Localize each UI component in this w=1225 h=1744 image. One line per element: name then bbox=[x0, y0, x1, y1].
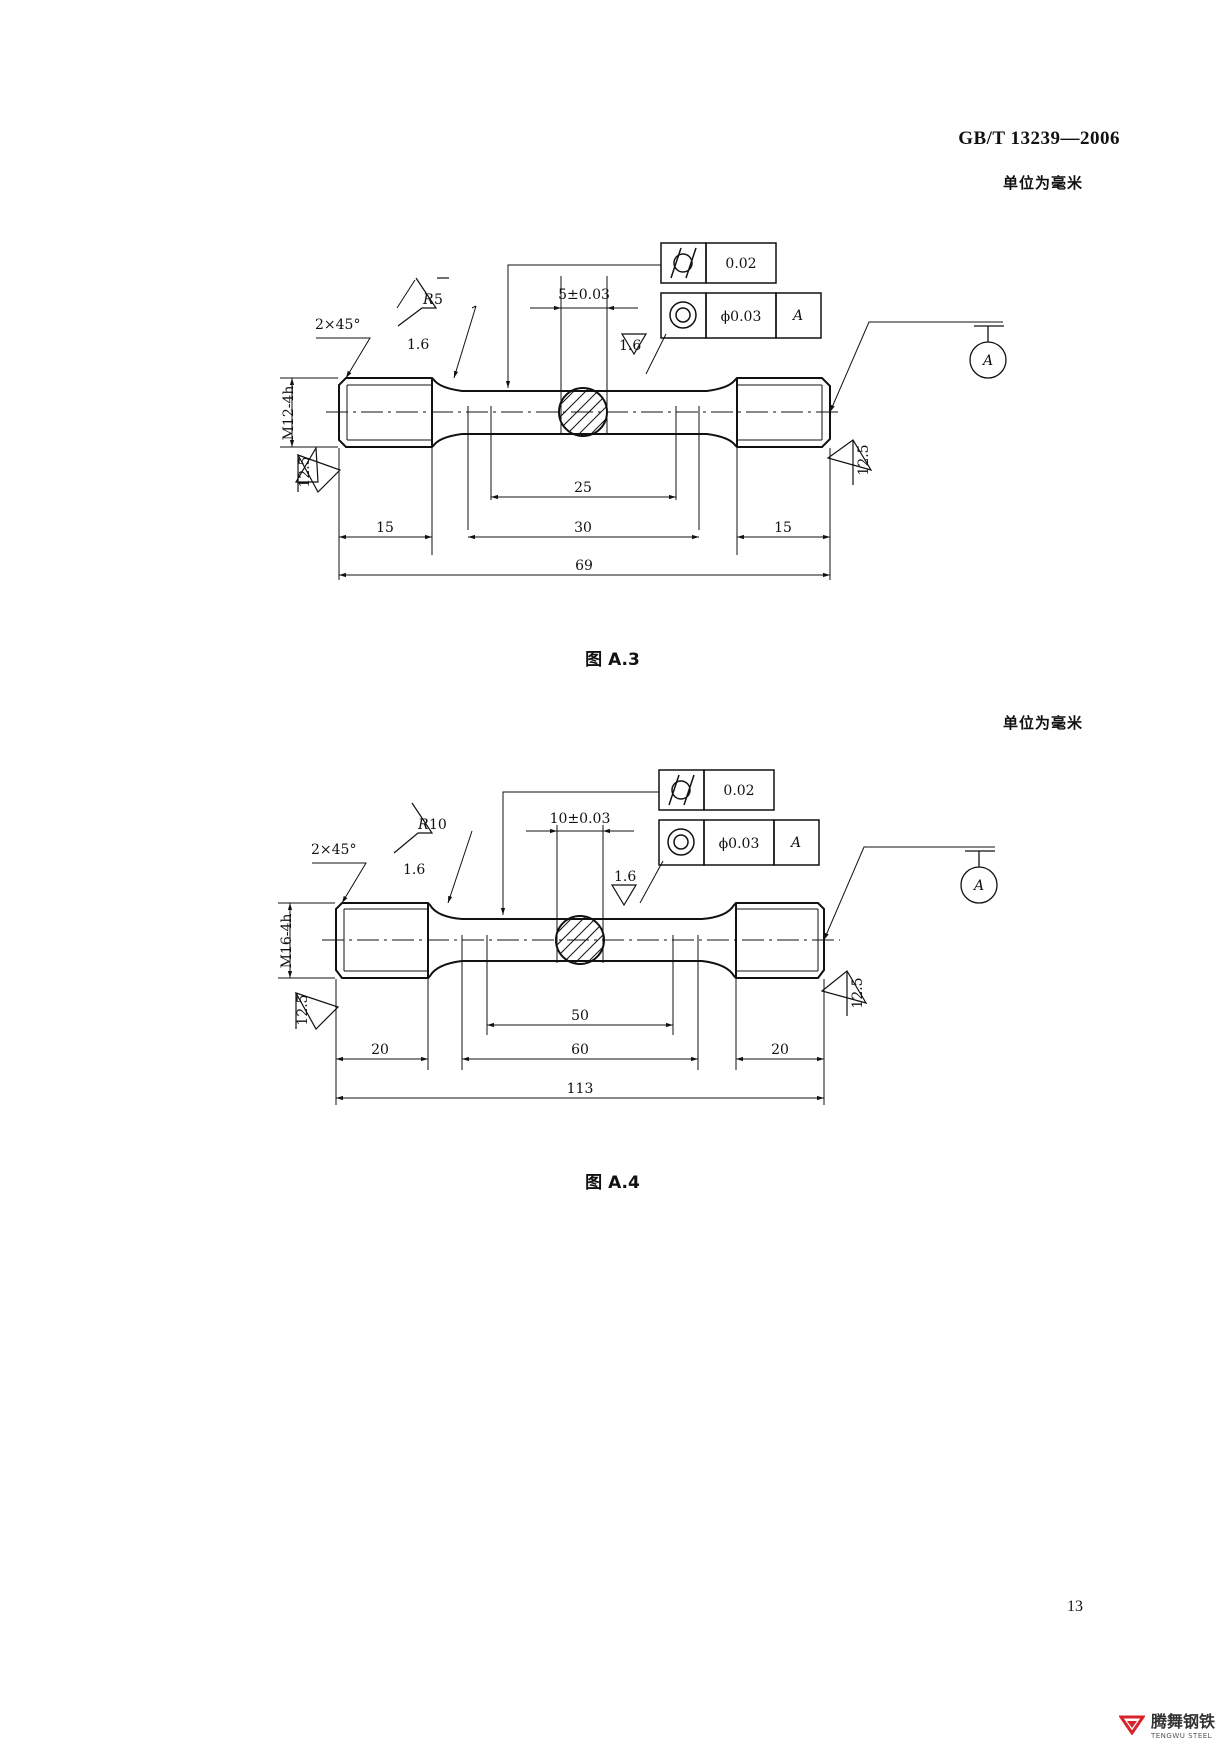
roughness-coarse-left: 12.5 bbox=[297, 456, 313, 487]
cylindricity-icon bbox=[668, 774, 695, 806]
page-number: 13 bbox=[1067, 1598, 1083, 1615]
chamfer-label: 2×45° bbox=[315, 317, 360, 333]
brand-logo-icon bbox=[1118, 1715, 1145, 1735]
roughness-coarse-right: 12.5 bbox=[850, 977, 866, 1008]
cross-section bbox=[555, 915, 605, 965]
chamfer-label: 2×45° bbox=[311, 842, 356, 858]
dim-total: 113 bbox=[567, 1081, 594, 1097]
brand-name-en: TENGWU STEEL bbox=[1150, 1732, 1213, 1740]
datum-symbol bbox=[960, 850, 998, 904]
datum-letter: A bbox=[981, 353, 993, 369]
radius-value: 10 bbox=[429, 817, 447, 833]
radius-prefix: R bbox=[422, 292, 434, 308]
figure-a4-drawing: 2×45° R 10 1.6 1.6 10±0.03 0.02 ϕ0.03 A … bbox=[278, 769, 998, 1105]
feature-control-frames bbox=[658, 769, 820, 866]
standard-code: GB/T 13239—2006 bbox=[958, 128, 1120, 149]
brand-watermark: 腾舞钢铁 TENGWU STEEL bbox=[1118, 1708, 1215, 1740]
figure-a3-drawing: 2×45° R 5 1.6 1.6 5±0.03 0.02 ϕ0.03 A A … bbox=[280, 242, 1007, 580]
roughness-fine-label: 1.6 bbox=[407, 337, 429, 353]
roughness-fine-label-2: 1.6 bbox=[619, 338, 641, 354]
datum-letter: A bbox=[972, 878, 984, 894]
dim-reduced: 60 bbox=[571, 1042, 589, 1058]
datum-symbol bbox=[969, 325, 1007, 379]
roughness-symbols bbox=[294, 802, 868, 1030]
coaxiality-value: ϕ0.03 bbox=[721, 309, 762, 325]
figure-a4-caption: 图 A.4 bbox=[585, 1173, 640, 1193]
roughness-coarse-right: 12.5 bbox=[856, 444, 872, 475]
coaxiality-icon bbox=[669, 301, 697, 329]
dim-right-end: 20 bbox=[771, 1042, 789, 1058]
unit-note-2: 单位为毫米 bbox=[1002, 714, 1083, 732]
cylindricity-icon bbox=[670, 247, 697, 279]
specimen-outline bbox=[338, 377, 831, 448]
roughness-fine-label: 1.6 bbox=[403, 862, 425, 878]
cross-section bbox=[558, 387, 608, 437]
radius-prefix: R bbox=[417, 817, 429, 833]
roughness-symbols bbox=[294, 277, 873, 493]
gauge-tolerance: 5±0.03 bbox=[558, 287, 610, 303]
cylindricity-value: 0.02 bbox=[723, 783, 754, 799]
dim-total: 69 bbox=[575, 558, 593, 574]
dim-right-end: 15 bbox=[774, 520, 792, 536]
dim-gauge: 25 bbox=[574, 480, 592, 496]
unit-note: 单位为毫米 bbox=[1002, 174, 1083, 192]
dim-left-end: 20 bbox=[371, 1042, 389, 1058]
brand-name-cn: 腾舞钢铁 bbox=[1150, 1712, 1215, 1731]
specimen-outline bbox=[335, 902, 825, 979]
gauge-tolerance: 10±0.03 bbox=[550, 811, 611, 827]
radius-value: 5 bbox=[434, 292, 443, 308]
thread-label: M12-4h bbox=[281, 386, 297, 441]
cylindricity-value: 0.02 bbox=[725, 256, 756, 272]
dim-gauge: 50 bbox=[571, 1008, 589, 1024]
dim-reduced: 30 bbox=[574, 520, 592, 536]
figure-a3-caption: 图 A.3 bbox=[585, 650, 640, 670]
roughness-coarse-left: 12.5 bbox=[295, 994, 311, 1025]
thread-label: M16-4h bbox=[279, 914, 295, 969]
roughness-fine-label-2: 1.6 bbox=[614, 869, 636, 885]
datum-ref: A bbox=[789, 835, 801, 851]
feature-control-frames bbox=[660, 242, 822, 339]
dim-left-end: 15 bbox=[376, 520, 394, 536]
datum-ref: A bbox=[791, 308, 803, 324]
coaxiality-value: ϕ0.03 bbox=[719, 836, 760, 852]
coaxiality-icon bbox=[667, 828, 695, 856]
